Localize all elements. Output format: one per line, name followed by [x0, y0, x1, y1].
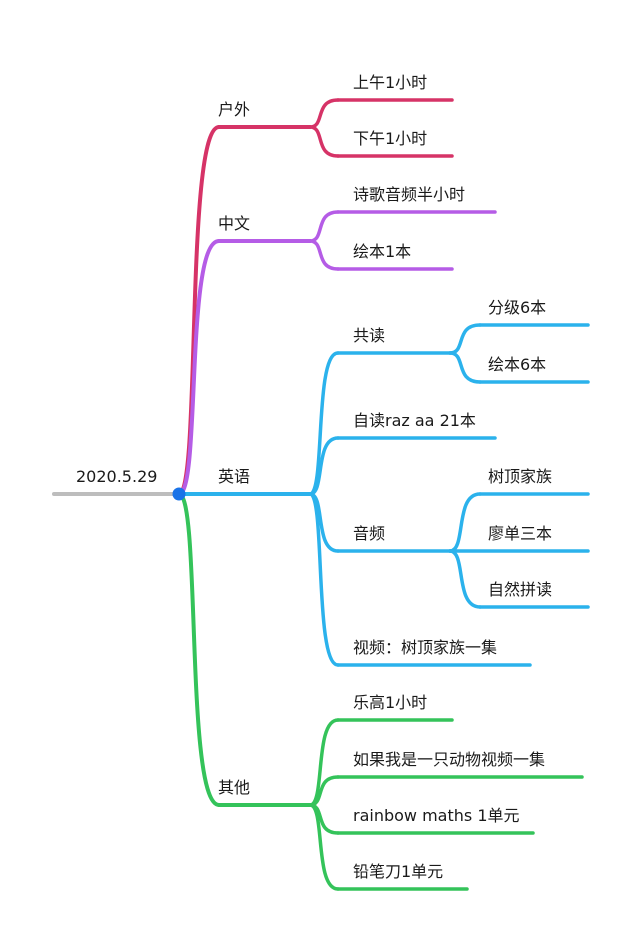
subtopic-label[interactable]: 视频：树顶家族一集 [353, 638, 497, 657]
subtopic-label[interactable]: 如果我是一只动物视频一集 [353, 750, 545, 769]
subtopic-label[interactable]: 绘本1本 [353, 242, 411, 261]
branch-label[interactable]: 其他 [218, 778, 250, 797]
leaf-connector [448, 549, 482, 609]
leaf-connector [448, 351, 482, 384]
branch-label[interactable]: 英语 [218, 467, 250, 486]
leaf-label[interactable]: 自然拼读 [488, 580, 552, 599]
leaf-label[interactable]: 分级6本 [488, 298, 546, 317]
subtopic-label[interactable]: 共读 [353, 326, 385, 345]
leaf-label[interactable]: 廖单三本 [488, 524, 552, 543]
branch-connector [177, 239, 221, 496]
connector-layer [52, 98, 590, 891]
subtopic-label[interactable]: 音频 [353, 524, 385, 543]
subtopic-connector [308, 718, 340, 807]
subtopic-connector [308, 803, 340, 891]
subtopic-connector [308, 210, 340, 243]
subtopic-label[interactable]: rainbow maths 1单元 [353, 806, 520, 825]
leaf-label[interactable]: 树顶家族 [488, 467, 552, 486]
subtopic-label[interactable]: 自读raz aa 21本 [353, 411, 476, 430]
subtopic-connector [308, 351, 340, 496]
subtopic-connector [308, 125, 340, 158]
branch-connector [177, 492, 221, 807]
branch-label[interactable]: 中文 [218, 214, 250, 233]
leaf-connector [448, 323, 482, 355]
subtopic-label[interactable]: 诗歌音频半小时 [353, 185, 465, 204]
subtopic-label[interactable]: 下午1小时 [353, 129, 427, 148]
subtopic-connector [308, 436, 340, 496]
subtopic-connector [308, 239, 340, 271]
root-topic-label[interactable]: 2020.5.29 [76, 467, 157, 486]
leaf-label[interactable]: 绘本6本 [488, 355, 546, 374]
root-node-dot[interactable] [172, 487, 186, 501]
leaf-connector [448, 492, 482, 553]
subtopic-label[interactable]: 铅笔刀1单元 [353, 862, 443, 881]
subtopic-connector [308, 492, 340, 667]
branch-label[interactable]: 户外 [218, 100, 250, 119]
subtopic-connector [308, 98, 340, 129]
subtopic-label[interactable]: 乐高1小时 [353, 693, 427, 712]
subtopic-label[interactable]: 上午1小时 [353, 73, 427, 92]
